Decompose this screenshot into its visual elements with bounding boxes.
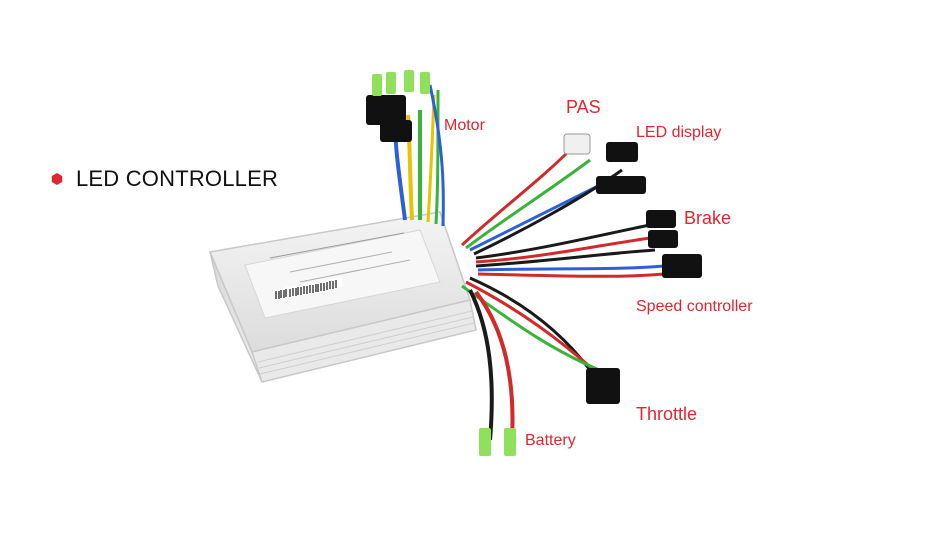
callout-led-display: LED display [636, 124, 722, 141]
motor-connector [366, 95, 406, 125]
led-connector [606, 142, 638, 162]
battery-terminal-black [479, 428, 491, 456]
callout-throttle: Throttle [636, 404, 698, 424]
page-title: LED CONTROLLER [50, 166, 278, 192]
pas-led-wires [460, 133, 646, 256]
motor-wires [366, 70, 445, 227]
hexagon-bullet-icon [51, 173, 63, 185]
brake-connector [646, 210, 676, 228]
throttle-connector [586, 368, 620, 404]
callout-speed-controller: Speed controller [636, 298, 753, 315]
battery-terminal-red [504, 428, 516, 456]
callout-brake: Brake [684, 208, 732, 228]
controller-housing [208, 211, 477, 383]
motor-terminal [372, 74, 382, 96]
battery-wires [468, 289, 516, 456]
speed-connector [662, 254, 702, 278]
brake-wires [475, 210, 678, 268]
callout-motor: Motor [444, 117, 485, 134]
title-text: LED CONTROLLER [76, 166, 279, 191]
barcode [273, 276, 344, 300]
speed-controller-wires [477, 254, 702, 278]
callout-battery: Battery [525, 432, 576, 449]
callout-pas: PAS [566, 97, 601, 117]
pas-connector [563, 133, 591, 155]
